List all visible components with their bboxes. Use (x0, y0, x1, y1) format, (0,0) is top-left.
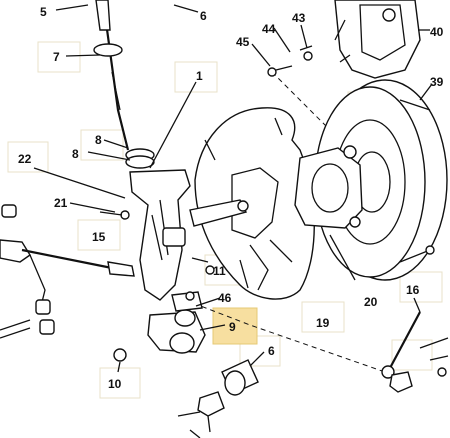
callout-20: 20 (364, 295, 378, 309)
callout-1: 1 (196, 69, 203, 83)
callout-6-top: 6 (200, 9, 207, 23)
leader-lines (33, 4, 433, 373)
callout-9: 9 (229, 320, 236, 334)
brake-caliper (334, 0, 421, 79)
callout-7: 7 (53, 50, 60, 64)
callout-8-lower: 8 (72, 147, 79, 161)
callout-8-upper: 8 (95, 133, 102, 147)
callout-19: 19 (316, 316, 330, 330)
callout-5: 5 (40, 5, 47, 19)
callout-6-bottom: 6 (268, 344, 275, 358)
callout-45: 45 (236, 35, 250, 49)
screws (99, 45, 435, 301)
callout-46: 46 (218, 291, 232, 305)
callout-44: 44 (262, 22, 276, 36)
hub-flange (294, 145, 363, 229)
callout-39: 39 (430, 75, 444, 89)
steering-knuckle (129, 169, 249, 301)
callout-40: 40 (430, 25, 444, 39)
callout-22: 22 (18, 152, 32, 166)
left-bushes (0, 204, 55, 339)
callout-15: 15 (92, 230, 106, 244)
right-fasteners (381, 311, 449, 393)
lower-trunnion (113, 291, 259, 438)
king-pin (93, 0, 155, 169)
callout-11: 11 (213, 264, 226, 278)
track-rod (0, 239, 135, 311)
callout-16: 16 (406, 283, 420, 297)
callout-10: 10 (108, 377, 122, 391)
callout-43: 43 (292, 11, 306, 25)
callout-21: 21 (54, 196, 68, 210)
brake-disc (314, 79, 448, 281)
label-boxes (7, 41, 443, 399)
callout-labels: 5 6 44 43 40 45 7 1 39 8 8 22 21 15 11 4… (18, 5, 444, 391)
